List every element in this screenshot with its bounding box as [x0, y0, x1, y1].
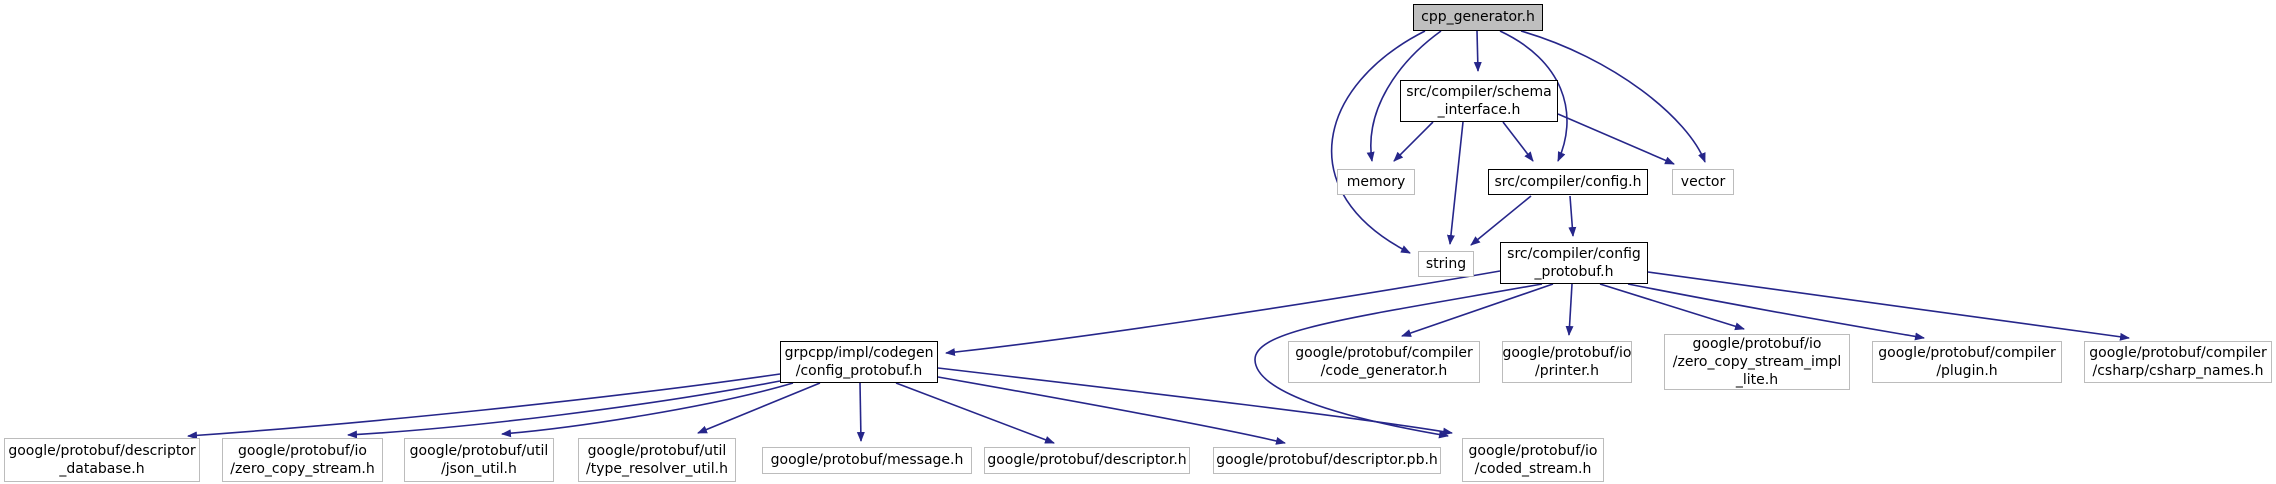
- edge-cpp-generator-to-schema-interface: [1473, 30, 1482, 72]
- edge-cpp-generator-to-vector: [1520, 30, 1706, 163]
- node-config[interactable]: src/compiler/config.h: [1488, 169, 1648, 195]
- edge-config-protobuf-to-plugin: [1627, 283, 1925, 341]
- edge-config-protobuf-to-printer: [1565, 283, 1574, 336]
- edge-config-to-config-protobuf: [1568, 195, 1577, 237]
- node-schema-interface[interactable]: src/compiler/schema _interface.h: [1400, 80, 1558, 122]
- node-message: google/protobuf/message.h: [762, 447, 972, 474]
- node-json-util: google/protobuf/util /json_util.h: [404, 438, 554, 482]
- edge-config-to-string: [1470, 195, 1532, 246]
- node-cpp-generator: cpp_generator.h: [1413, 4, 1543, 31]
- node-memory: memory: [1337, 169, 1415, 195]
- node-descriptor: google/protobuf/descriptor.h: [984, 447, 1190, 474]
- node-plugin: google/protobuf/compiler /plugin.h: [1872, 341, 2062, 383]
- node-config-protobuf[interactable]: src/compiler/config _protobuf.h: [1500, 242, 1648, 284]
- node-descriptor-pb: google/protobuf/descriptor.pb.h: [1213, 447, 1441, 474]
- node-grpcpp-config-protobuf[interactable]: grpcpp/impl/codegen /config_protobuf.h: [780, 341, 938, 383]
- edge-grpcpp-config-protobuf-to-json-util: [501, 382, 794, 438]
- edge-grpcpp-config-protobuf-to-descriptor-database: [187, 373, 781, 440]
- node-vector: vector: [1672, 169, 1734, 195]
- edge-schema-interface-to-string: [1446, 121, 1464, 245]
- edge-grpcpp-config-protobuf-to-descriptor: [895, 382, 1055, 444]
- edge-cpp-generator-to-memory: [1366, 30, 1442, 162]
- node-descriptor-database: google/protobuf/descriptor _database.h: [4, 438, 200, 482]
- edge-grpcpp-config-protobuf-to-descriptor-pb: [937, 376, 1286, 445]
- node-type-resolver-util: google/protobuf/util /type_resolver_util…: [578, 438, 736, 482]
- node-string: string: [1418, 251, 1474, 277]
- edge-schema-interface-to-config: [1502, 121, 1534, 162]
- node-zero-copy-stream: google/protobuf/io /zero_copy_stream.h: [222, 438, 383, 482]
- edge-schema-interface-to-vector: [1557, 113, 1675, 165]
- node-csharp-names: google/protobuf/compiler /csharp/csharp_…: [2084, 341, 2272, 383]
- node-printer: google/protobuf/io /printer.h: [1502, 341, 1632, 383]
- edge-grpcpp-config-protobuf-to-type-resolver-util: [697, 382, 821, 434]
- node-code-generator: google/protobuf/compiler /code_generator…: [1288, 341, 1480, 383]
- edge-config-protobuf-to-csharp-names: [1647, 271, 2130, 341]
- edge-grpcpp-config-protobuf-to-coded-stream: [937, 367, 1453, 436]
- edge-cpp-generator-to-string: [1330, 30, 1426, 254]
- edge-grpcpp-config-protobuf-to-zero-copy-stream: [347, 380, 781, 439]
- edge-config-protobuf-to-zero-copy-stream-impl-lite: [1599, 283, 1745, 331]
- edge-config-protobuf-to-grpcpp-config-protobuf: [945, 270, 1501, 357]
- edge-cpp-generator-to-config: [1499, 30, 1568, 162]
- edge-grpcpp-config-protobuf-to-message: [856, 382, 865, 442]
- node-coded-stream: google/protobuf/io /coded_stream.h: [1462, 438, 1604, 482]
- edge-schema-interface-to-memory: [1393, 121, 1434, 162]
- node-zero-copy-stream-impl-lite: google/protobuf/io /zero_copy_stream_imp…: [1664, 334, 1850, 390]
- edge-config-protobuf-to-coded-stream: [1254, 283, 1543, 439]
- edge-config-protobuf-to-code-generator: [1401, 283, 1554, 337]
